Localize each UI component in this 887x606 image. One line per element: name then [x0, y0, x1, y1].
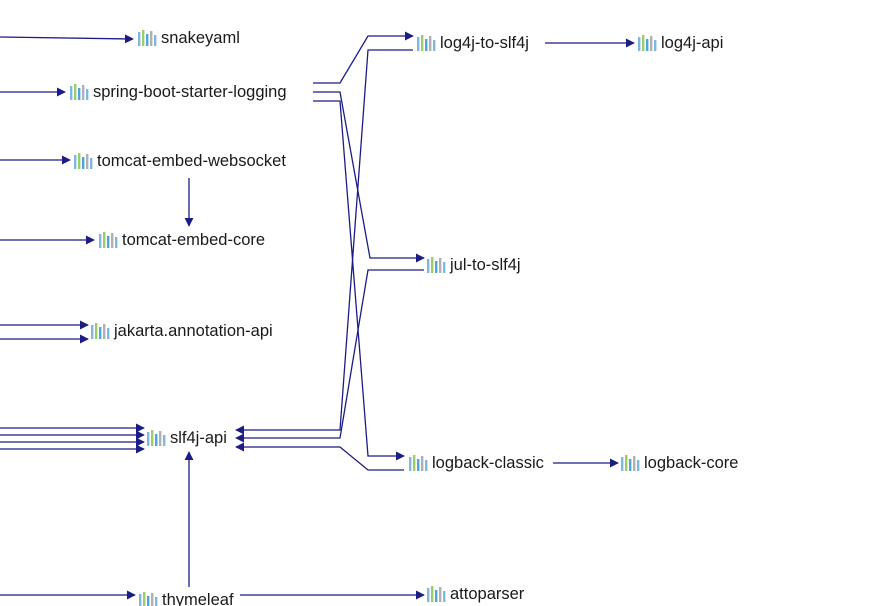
maven-artifact-bars-icon — [139, 592, 158, 606]
edge-logging-to-logback-classic — [313, 100, 405, 461]
edge-logging-to-log4j-to-slf4j — [313, 31, 414, 84]
maven-artifact-bars-icon — [91, 323, 110, 339]
node-label: tomcat-embed-websocket — [97, 152, 286, 170]
maven-artifact-bars-icon — [417, 35, 436, 51]
edge-logback-classic-to-slf4j-api — [235, 442, 404, 471]
edge-to-snakeyaml — [0, 34, 134, 44]
maven-artifact-bars-icon — [74, 153, 93, 169]
node-attoparser[interactable]: attoparser — [426, 584, 524, 604]
node-tomcat-embed-websocket[interactable]: tomcat-embed-websocket — [73, 151, 286, 171]
node-tomcat-embed-core[interactable]: tomcat-embed-core — [98, 230, 265, 250]
node-label: jul-to-slf4j — [450, 256, 521, 274]
node-label: log4j-to-slf4j — [440, 34, 529, 52]
node-label: log4j-api — [661, 34, 724, 52]
edge-jul-to-slf4j-to-slf4j-api — [235, 269, 424, 443]
node-log4j-to-slf4j[interactable]: log4j-to-slf4j — [416, 33, 529, 53]
node-label: thymeleaf — [162, 591, 234, 606]
maven-artifact-bars-icon — [138, 30, 157, 46]
edge-logging-to-jul-to-slf4j — [313, 91, 425, 263]
maven-artifact-bars-icon — [427, 586, 446, 602]
node-label: spring-boot-starter-logging — [93, 83, 287, 101]
node-spring-boot-starter-logging[interactable]: spring-boot-starter-logging — [69, 82, 287, 102]
node-label: snakeyaml — [161, 29, 240, 47]
node-label: slf4j-api — [170, 429, 227, 447]
node-snakeyaml[interactable]: snakeyaml — [137, 28, 240, 48]
node-jakarta-annotation-api[interactable]: jakarta.annotation-api — [90, 321, 273, 341]
node-logback-core[interactable]: logback-core — [620, 453, 738, 473]
node-slf4j-api[interactable]: slf4j-api — [146, 428, 227, 448]
node-label: tomcat-embed-core — [122, 231, 266, 249]
node-label: logback-core — [644, 454, 739, 472]
maven-artifact-bars-icon — [427, 257, 446, 273]
node-label: attoparser — [450, 585, 525, 603]
maven-artifact-bars-icon — [621, 455, 640, 471]
maven-artifact-bars-icon — [409, 455, 428, 471]
node-label: logback-classic — [432, 454, 544, 472]
node-thymeleaf[interactable]: thymeleaf — [138, 590, 234, 606]
node-jul-to-slf4j[interactable]: jul-to-slf4j — [426, 255, 521, 275]
maven-artifact-bars-icon — [147, 430, 166, 446]
node-log4j-api[interactable]: log4j-api — [637, 33, 723, 53]
node-label: jakarta.annotation-api — [114, 322, 273, 340]
maven-artifact-bars-icon — [70, 84, 89, 100]
maven-artifact-bars-icon — [638, 35, 657, 51]
node-logback-classic[interactable]: logback-classic — [408, 453, 544, 473]
maven-artifact-bars-icon — [99, 232, 118, 248]
edge-log4j-to-slf4j-to-slf4j-api — [235, 49, 413, 435]
